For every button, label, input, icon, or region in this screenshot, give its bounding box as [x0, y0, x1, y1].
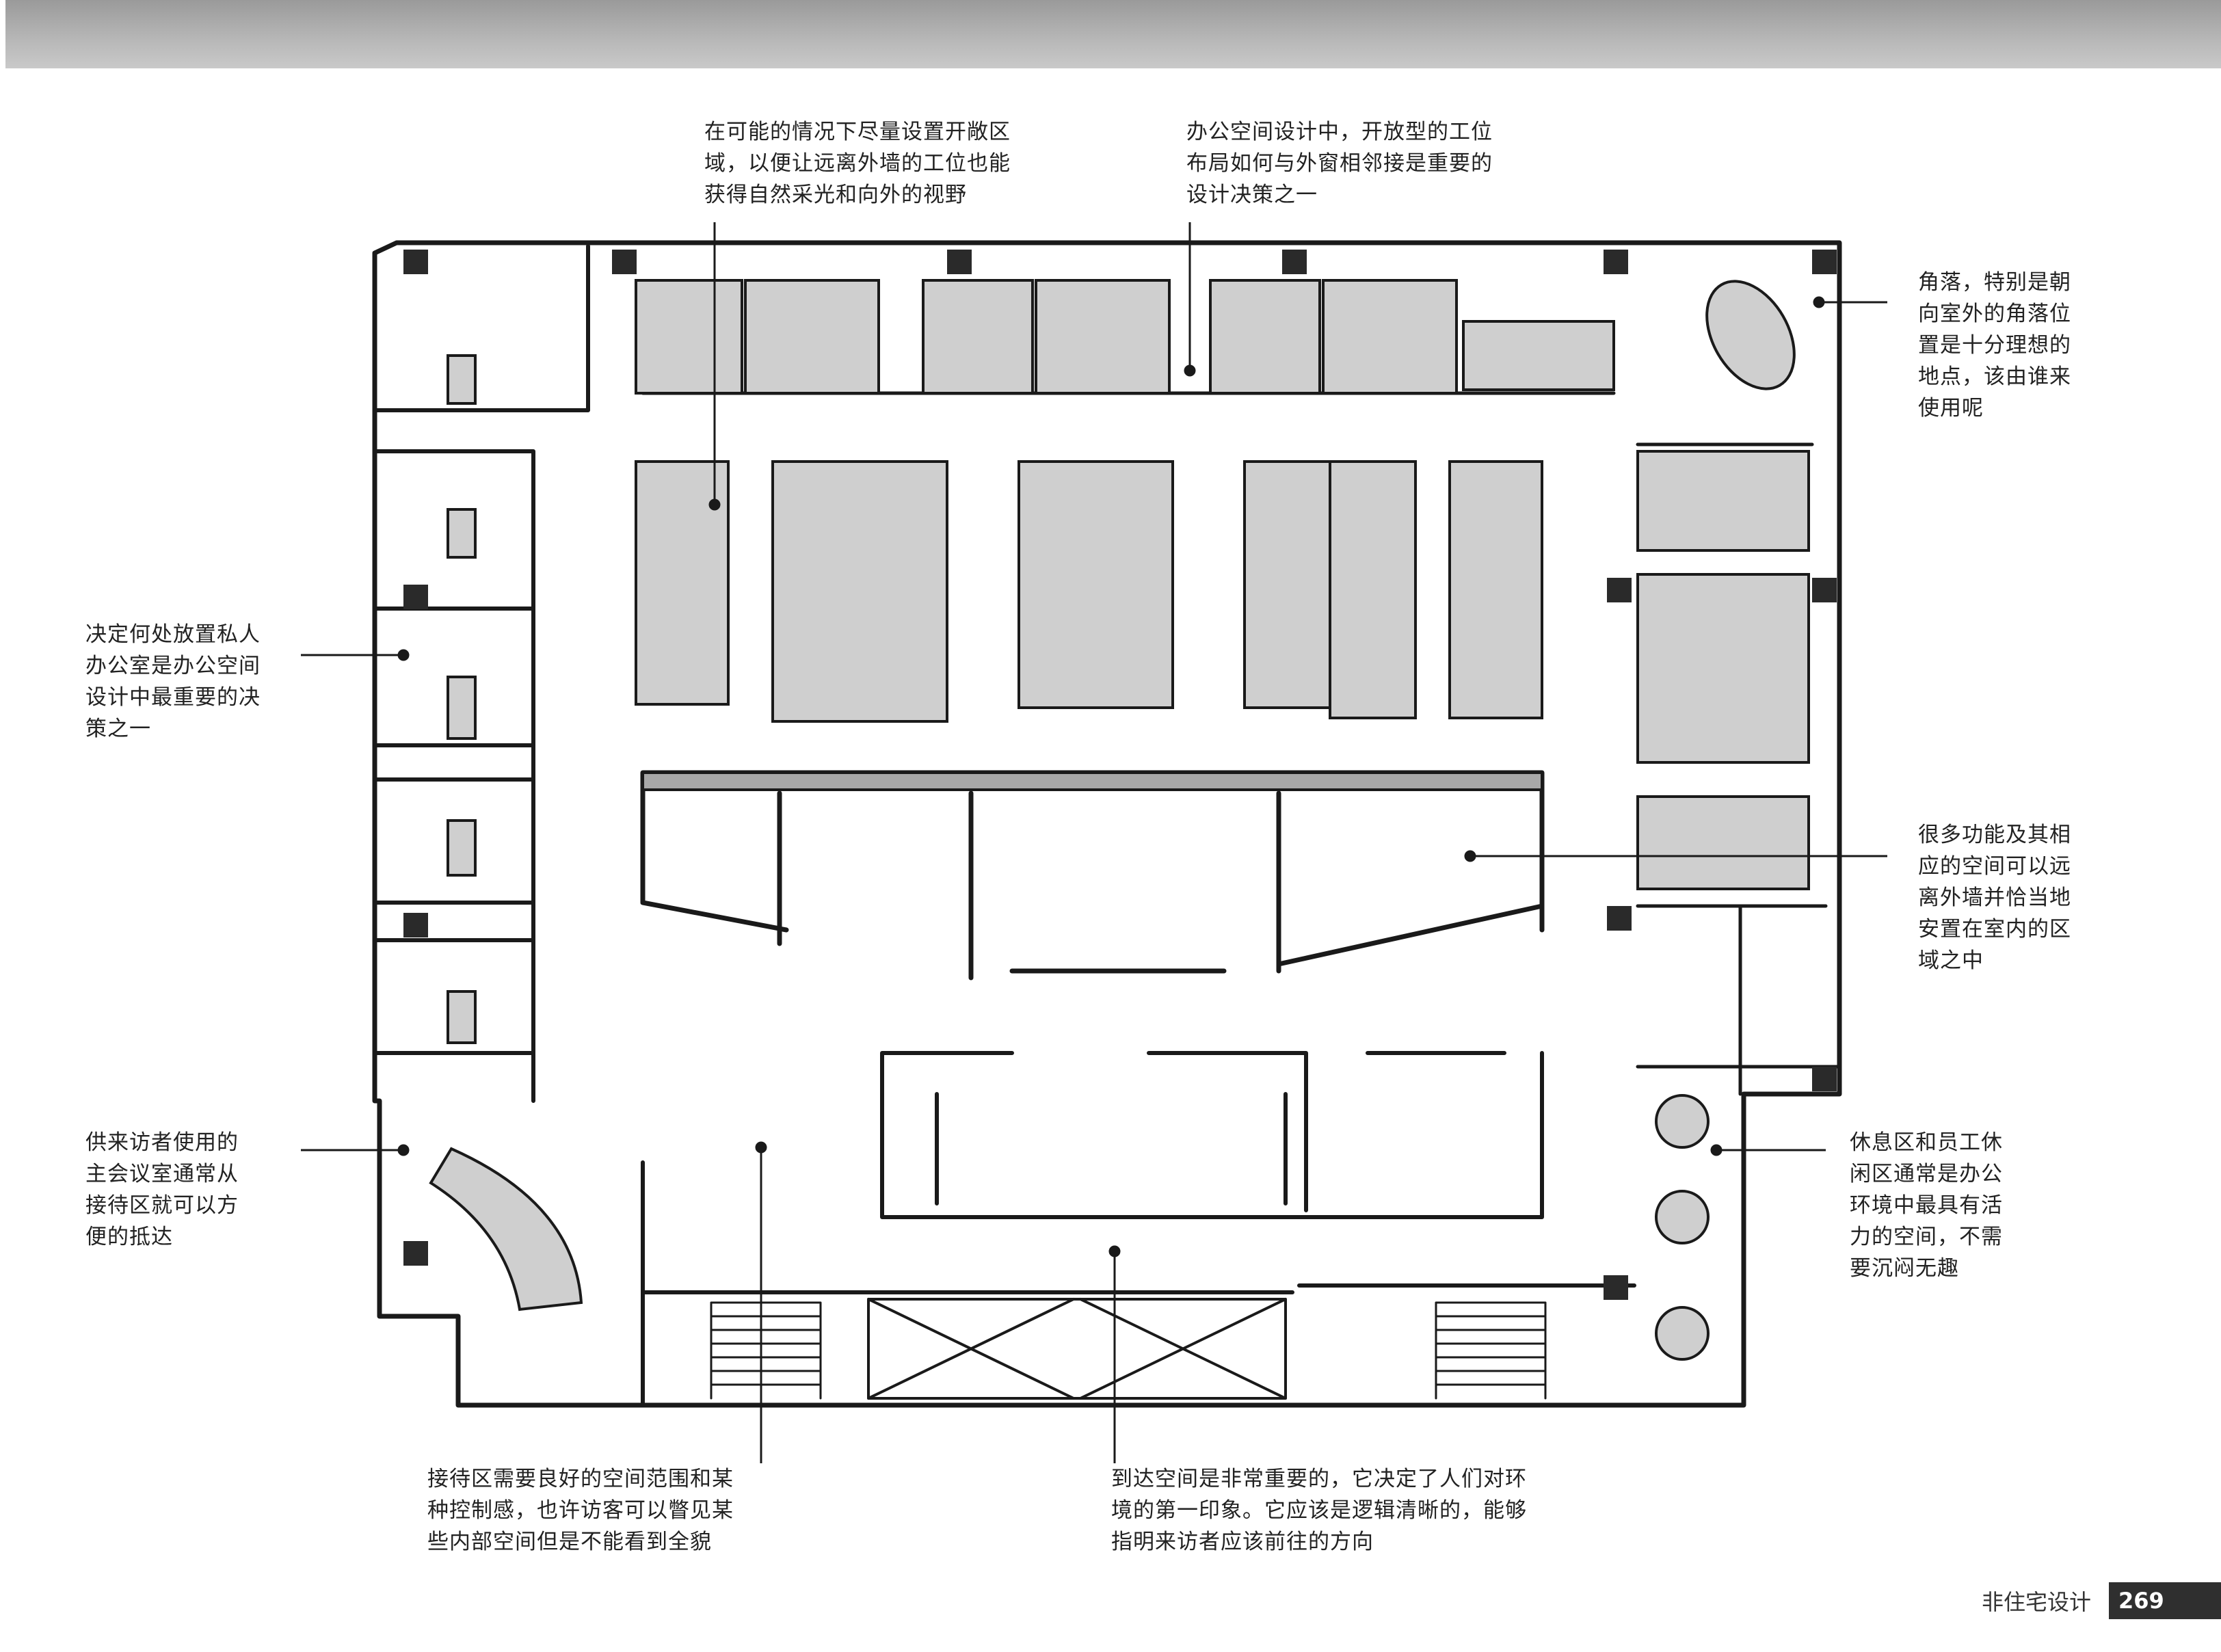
- workstation-right: [1636, 573, 1810, 764]
- structural-column: [1812, 250, 1837, 274]
- annotation-workstation-layout: 办公空间设计中，开放型的工位 布局如何与外窗相邻接是重要的 设计决策之一: [1186, 120, 1493, 207]
- office-desk: [447, 676, 477, 740]
- center-room-walls: [640, 770, 1545, 981]
- workstation-top: [635, 279, 743, 395]
- workstation-top: [1462, 320, 1615, 391]
- annotation-private-office: 决定何处放置私人 办公室是办公空间 设计中最重要的决 策之一: [85, 622, 261, 741]
- private-office-walls: [373, 244, 590, 1103]
- workstation-cluster: [1018, 460, 1174, 709]
- workstation-top: [1035, 279, 1171, 395]
- structural-column: [1812, 1067, 1837, 1091]
- workstation-cluster: [771, 460, 948, 723]
- workstation-cluster: [1448, 460, 1543, 719]
- workstation-top: [1209, 279, 1321, 395]
- annotation-arrival: 到达空间是非常重要的，它决定了人们对环 境的第一印象。它应该是逻辑清晰的，能够 …: [1111, 1467, 1527, 1554]
- section-title: 非住宅设计: [1981, 1589, 2091, 1615]
- page-number: 269: [2109, 1582, 2221, 1619]
- annotation-conference-room: 供来访者使用的 主会议室通常从 接待区就可以方 便的抵达: [85, 1130, 239, 1249]
- right-wall-breaks: [1636, 442, 1841, 1096]
- office-desk: [447, 990, 477, 1044]
- break-table: [1655, 1094, 1710, 1149]
- structural-column: [1604, 250, 1628, 274]
- structural-column: [1282, 250, 1307, 274]
- conference-table: [429, 1147, 583, 1311]
- workstation-cluster: [1329, 460, 1417, 719]
- structural-column: [403, 913, 428, 937]
- annotation-break-area: 休息区和员工休 闲区通常是办公 环境中最具有活 力的空间，不需 要沉闷无趣: [1850, 1130, 2003, 1281]
- stair-left: [710, 1301, 822, 1400]
- stair-right: [1435, 1301, 1547, 1400]
- interior-band: [641, 771, 1543, 791]
- annotation-open-area: 在可能的情况下尽量设置开敞区 域，以便让远离外墙的工位也能 获得自然采光和向外的…: [704, 120, 1011, 207]
- structural-column: [403, 585, 428, 609]
- office-desk: [447, 819, 477, 877]
- structural-column: [612, 250, 637, 274]
- office-desk: [447, 354, 477, 405]
- elevator-x: [867, 1298, 1287, 1400]
- workstation-right: [1636, 795, 1810, 890]
- structural-column: [403, 1241, 428, 1266]
- office-desk: [447, 508, 477, 559]
- exterior-wall: [372, 240, 1842, 1408]
- core-walls: [641, 1051, 1636, 1407]
- workstation-top: [922, 279, 1034, 395]
- workstation-right: [1636, 450, 1810, 552]
- break-table: [1655, 1306, 1710, 1361]
- annotation-corner: 角落，特别是朝 向室外的角落位 置是十分理想的 地点，该由谁来 使用呢: [1918, 270, 2071, 421]
- structural-column: [403, 250, 428, 274]
- structural-column: [947, 250, 972, 274]
- workstation-top: [744, 279, 880, 395]
- break-table: [1655, 1190, 1710, 1244]
- top-gray-band: [5, 0, 2221, 68]
- workstation-top: [1322, 279, 1458, 395]
- structural-column: [1812, 578, 1837, 602]
- structural-column: [1607, 578, 1632, 602]
- annotation-reception: 接待区需要良好的空间范围和某 种控制感，也许访客可以瞥见某 些内部空间但是不能看…: [427, 1467, 734, 1554]
- structural-column: [1607, 906, 1632, 931]
- structural-column: [1604, 1275, 1628, 1300]
- corner-oval-table: [1705, 280, 1796, 390]
- annotation-interior-functions: 很多功能及其相 应的空间可以远 离外墙并恰当地 安置在室内的区 域之中: [1918, 823, 2071, 973]
